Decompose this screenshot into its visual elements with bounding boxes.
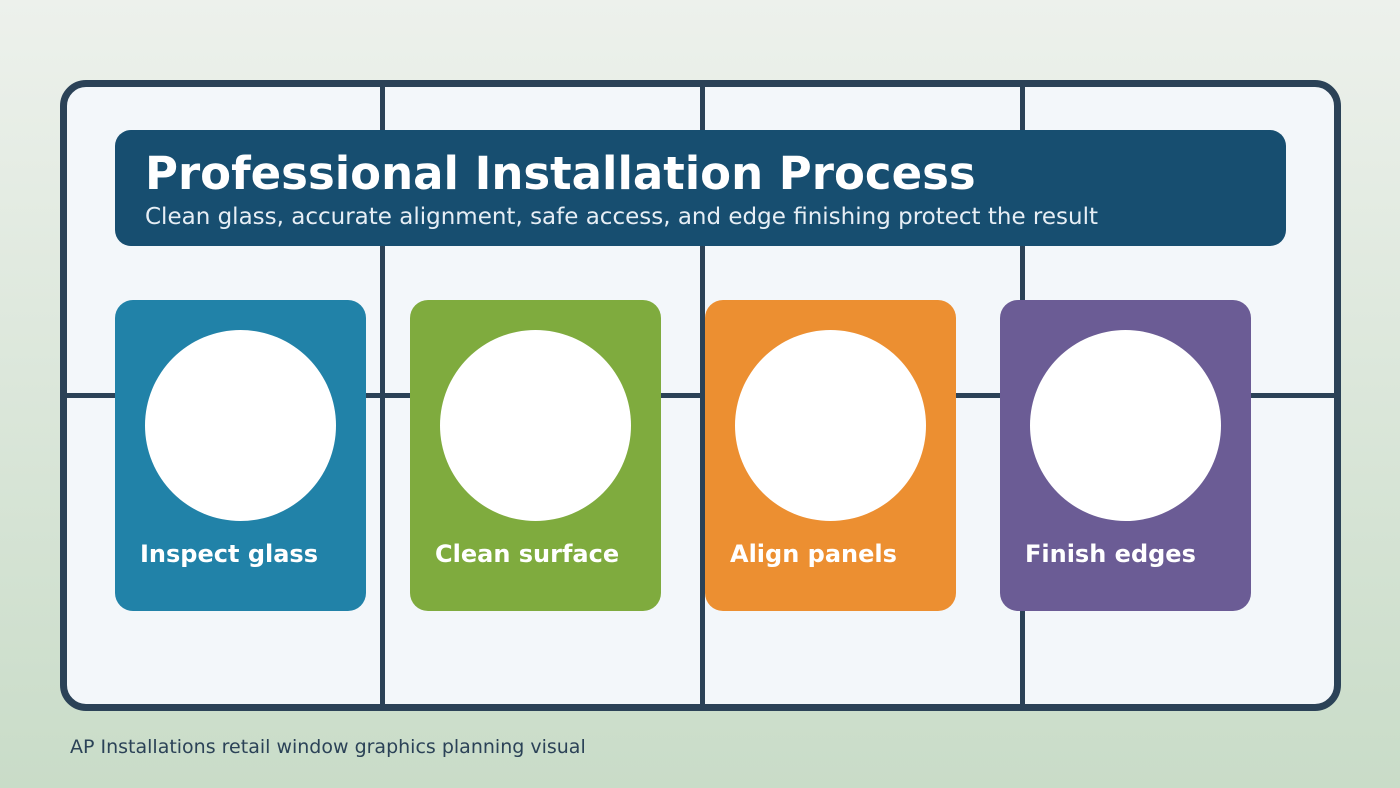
step-card-inspect-glass: Inspect glass (115, 300, 366, 611)
title-banner: Professional Installation Process Clean … (115, 130, 1286, 246)
step-card-clean-surface: Clean surface (410, 300, 661, 611)
window-transom (67, 393, 1334, 398)
step-card-align-panels: Align panels (705, 300, 956, 611)
step-icon-placeholder (1030, 330, 1221, 521)
step-icon-placeholder (440, 330, 631, 521)
step-icon-placeholder (735, 330, 926, 521)
step-label: Clean surface (435, 540, 620, 568)
footer-caption: AP Installations retail window graphics … (70, 736, 586, 758)
step-label: Inspect glass (140, 540, 318, 568)
step-label: Finish edges (1025, 540, 1196, 568)
page-subtitle: Clean glass, accurate alignment, safe ac… (145, 204, 1099, 230)
step-card-finish-edges: Finish edges (1000, 300, 1251, 611)
step-label: Align panels (730, 540, 897, 568)
step-icon-placeholder (145, 330, 336, 521)
page-title: Professional Installation Process (145, 147, 976, 200)
